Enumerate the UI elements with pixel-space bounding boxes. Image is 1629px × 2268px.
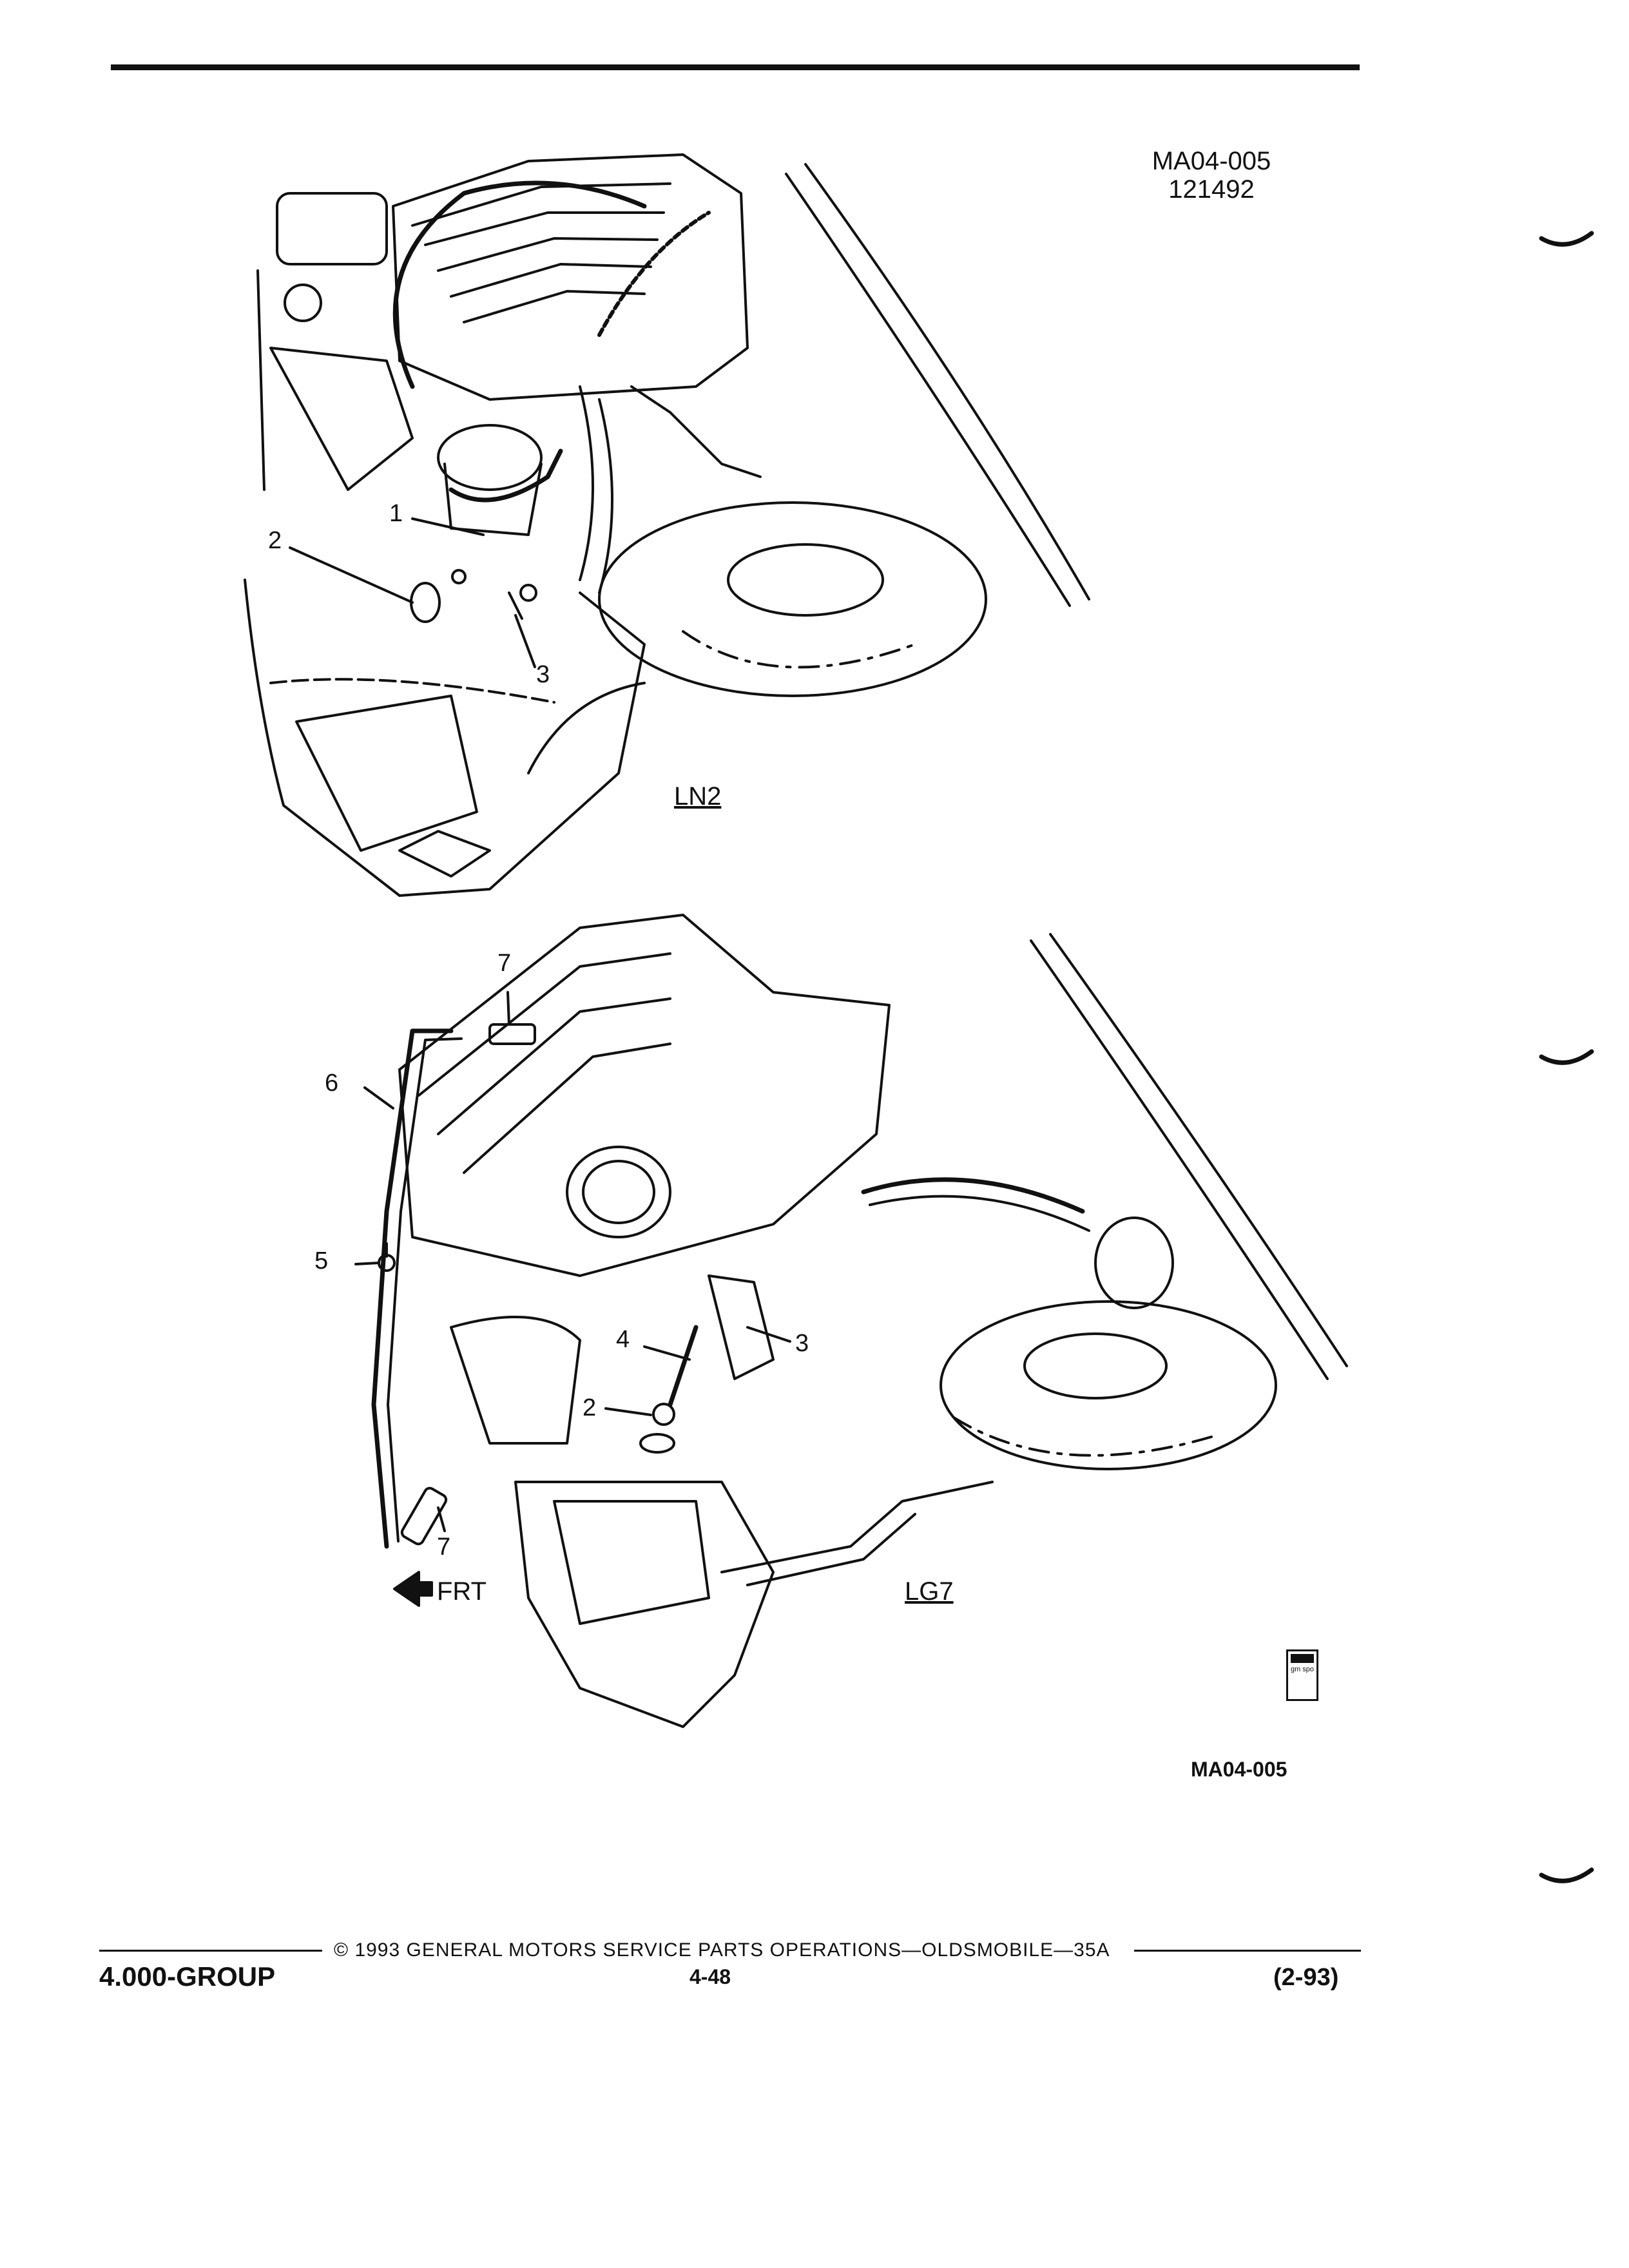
- figure-date-code: 121492: [1168, 175, 1255, 204]
- gm-spo-logo-text: gm spo: [1290, 1666, 1315, 1673]
- callout-number: 7: [497, 950, 512, 977]
- callout-number: 6: [325, 1070, 339, 1097]
- footer-copyright: © 1993 GENERAL MOTORS SERVICE PARTS OPER…: [334, 1939, 1110, 1961]
- top-rule: [111, 64, 1360, 70]
- callout-number: 2: [268, 527, 282, 554]
- callout-number: 2: [583, 1394, 597, 1421]
- callout-number: 3: [536, 661, 550, 688]
- figure-code: MA04-005: [1152, 147, 1271, 175]
- gm-spo-logo: gm spo: [1286, 1649, 1318, 1701]
- callout-number: 4: [616, 1326, 630, 1353]
- footer-rule-right: [1134, 1950, 1361, 1952]
- footer-group: 4.000-GROUP: [99, 1961, 276, 1992]
- footer-page-number: 4-48: [689, 1965, 731, 1988]
- figure-code-bottom: MA04-005: [1191, 1758, 1287, 1781]
- footer-rule-left: [99, 1950, 322, 1952]
- engine-code-ln2: LN2: [674, 782, 722, 811]
- callout-number: 7: [437, 1533, 451, 1561]
- callout-number: 1: [389, 500, 403, 527]
- callout-number: 3: [795, 1330, 809, 1357]
- callout-number: 5: [314, 1247, 329, 1274]
- engine-code-lg7: LG7: [905, 1577, 954, 1606]
- front-direction-label: FRT: [437, 1577, 487, 1606]
- footer-revision: (2-93): [1273, 1964, 1339, 1991]
